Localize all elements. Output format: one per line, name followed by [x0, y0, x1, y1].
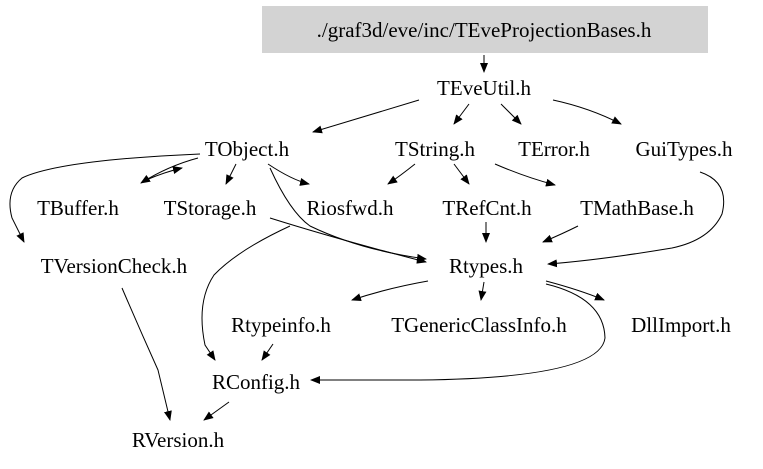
node-label-tstorage: TStorage.h	[164, 196, 257, 220]
node-tbuffer: TBuffer.h	[37, 196, 119, 220]
node-label-rtypeinfo: Rtypeinfo.h	[231, 313, 331, 337]
node-tstring: TString.h	[395, 137, 475, 161]
edge-teveutil-to-tobject	[312, 99, 420, 134]
edge-tobject-to-tbuffer	[140, 157, 199, 184]
edge-tstring-to-trefcnt	[453, 163, 470, 185]
edge-tobject-to-tversioncheck	[9, 153, 201, 243]
node-guitypes: GuiTypes.h	[635, 137, 733, 161]
nodes-layer: ./graf3d/eve/inc/TEveProjectionBases.hTE…	[37, 6, 733, 452]
node-root: ./graf3d/eve/inc/TEveProjectionBases.h	[262, 6, 708, 53]
edge-teveutil-to-terror	[500, 103, 522, 125]
node-label-rconfig: RConfig.h	[212, 370, 301, 394]
node-label-terror: TError.h	[518, 137, 590, 161]
node-label-tversioncheck: TVersionCheck.h	[41, 254, 188, 278]
node-label-tobject: TObject.h	[205, 137, 290, 161]
node-terror: TError.h	[518, 137, 590, 161]
node-tobject: TObject.h	[205, 137, 290, 161]
node-label-rtypes: Rtypes.h	[449, 254, 524, 278]
edges-layer	[9, 55, 725, 421]
edge-tstring-to-tmathbase	[494, 163, 556, 187]
node-rtypes: Rtypes.h	[449, 254, 524, 278]
edge-tversioncheck-to-rversion	[121, 287, 172, 421]
edge-tbuffer-to-tobject	[145, 166, 183, 181]
node-label-tgenericclassinfo: TGenericClassInfo.h	[391, 313, 567, 337]
node-label-tstring: TString.h	[395, 137, 475, 161]
node-rconfig: RConfig.h	[212, 370, 301, 394]
node-tmathbase: TMathBase.h	[580, 196, 694, 220]
node-tgenericclassinfo: TGenericClassInfo.h	[391, 313, 567, 337]
node-tstorage: TStorage.h	[164, 196, 257, 220]
edge-teveutil-to-guitypes	[552, 99, 622, 125]
node-label-teveutil: TEveUtil.h	[437, 76, 531, 100]
root-node-box	[262, 6, 708, 53]
node-label-trefcnt: TRefCnt.h	[442, 196, 532, 220]
node-dllimport: DllImport.h	[631, 313, 731, 337]
edge-rconfig-to-rversion	[203, 401, 230, 421]
node-tversioncheck: TVersionCheck.h	[41, 254, 188, 278]
edge-riosfwd-to-rconfig	[201, 225, 291, 361]
edge-tobject-to-riosfwd	[267, 163, 310, 186]
edge-tmathbase-to-rtypes	[542, 225, 579, 243]
node-riosfwd: Riosfwd.h	[307, 196, 394, 220]
node-label-guitypes: GuiTypes.h	[635, 137, 733, 161]
edge-rtypes-to-rtypeinfo	[351, 280, 429, 301]
node-rtypeinfo: Rtypeinfo.h	[231, 313, 331, 337]
node-label-dllimport: DllImport.h	[631, 313, 731, 337]
edge-teveutil-to-tstring	[453, 103, 470, 125]
edge-tstorage-to-rtypes	[269, 217, 427, 264]
node-trefcnt: TRefCnt.h	[442, 196, 532, 220]
edge-rtypes-to-tgenericclassinfo	[478, 281, 487, 301]
edge-rtypeinfo-to-rconfig	[261, 343, 274, 361]
node-rversion: RVersion.h	[132, 428, 225, 452]
node-label-tmathbase: TMathBase.h	[580, 196, 694, 220]
node-teveutil: TEveUtil.h	[437, 76, 531, 100]
node-label-tbuffer: TBuffer.h	[37, 196, 119, 220]
edge-rtypes-to-rconfig	[310, 283, 606, 384]
edge-rtypes-to-dllimport	[545, 280, 605, 301]
node-label-riosfwd: Riosfwd.h	[307, 196, 394, 220]
edge-tstring-to-riosfwd	[387, 163, 416, 185]
node-label-rversion: RVersion.h	[132, 428, 225, 452]
edge-tobject-to-tstorage	[225, 163, 237, 185]
node-label-root: ./graf3d/eve/inc/TEveProjectionBases.h	[317, 18, 652, 42]
edge-guitypes-to-rtypes	[547, 171, 725, 268]
